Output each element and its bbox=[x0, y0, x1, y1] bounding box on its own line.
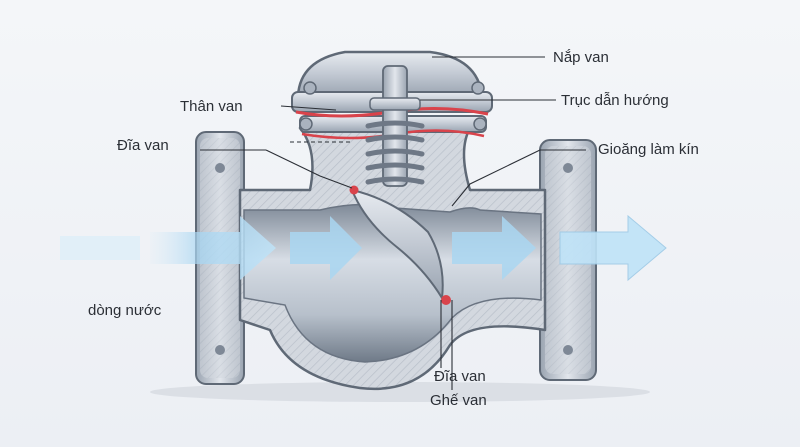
label-gioang-lam-kin: Gioăng làm kín bbox=[598, 141, 699, 158]
label-truc-dan-huong: Trục dẫn hướng bbox=[561, 92, 669, 109]
label-than-van: Thân van bbox=[180, 98, 243, 115]
disc-seal-bottom bbox=[441, 295, 451, 305]
spring bbox=[365, 120, 425, 185]
label-dia-van-top: Đĩa van bbox=[117, 137, 169, 154]
label-dia-van-bottom: Đĩa van bbox=[434, 368, 486, 385]
flow-arrows bbox=[60, 214, 667, 282]
label-nap-van: Nắp van bbox=[553, 49, 609, 66]
ground-shadow bbox=[150, 382, 650, 402]
label-dong-nuoc: dòng nước bbox=[88, 302, 162, 319]
label-ghe-van: Ghế van bbox=[430, 392, 487, 409]
disc-seal-top bbox=[349, 185, 359, 195]
leader-lines bbox=[200, 56, 586, 390]
